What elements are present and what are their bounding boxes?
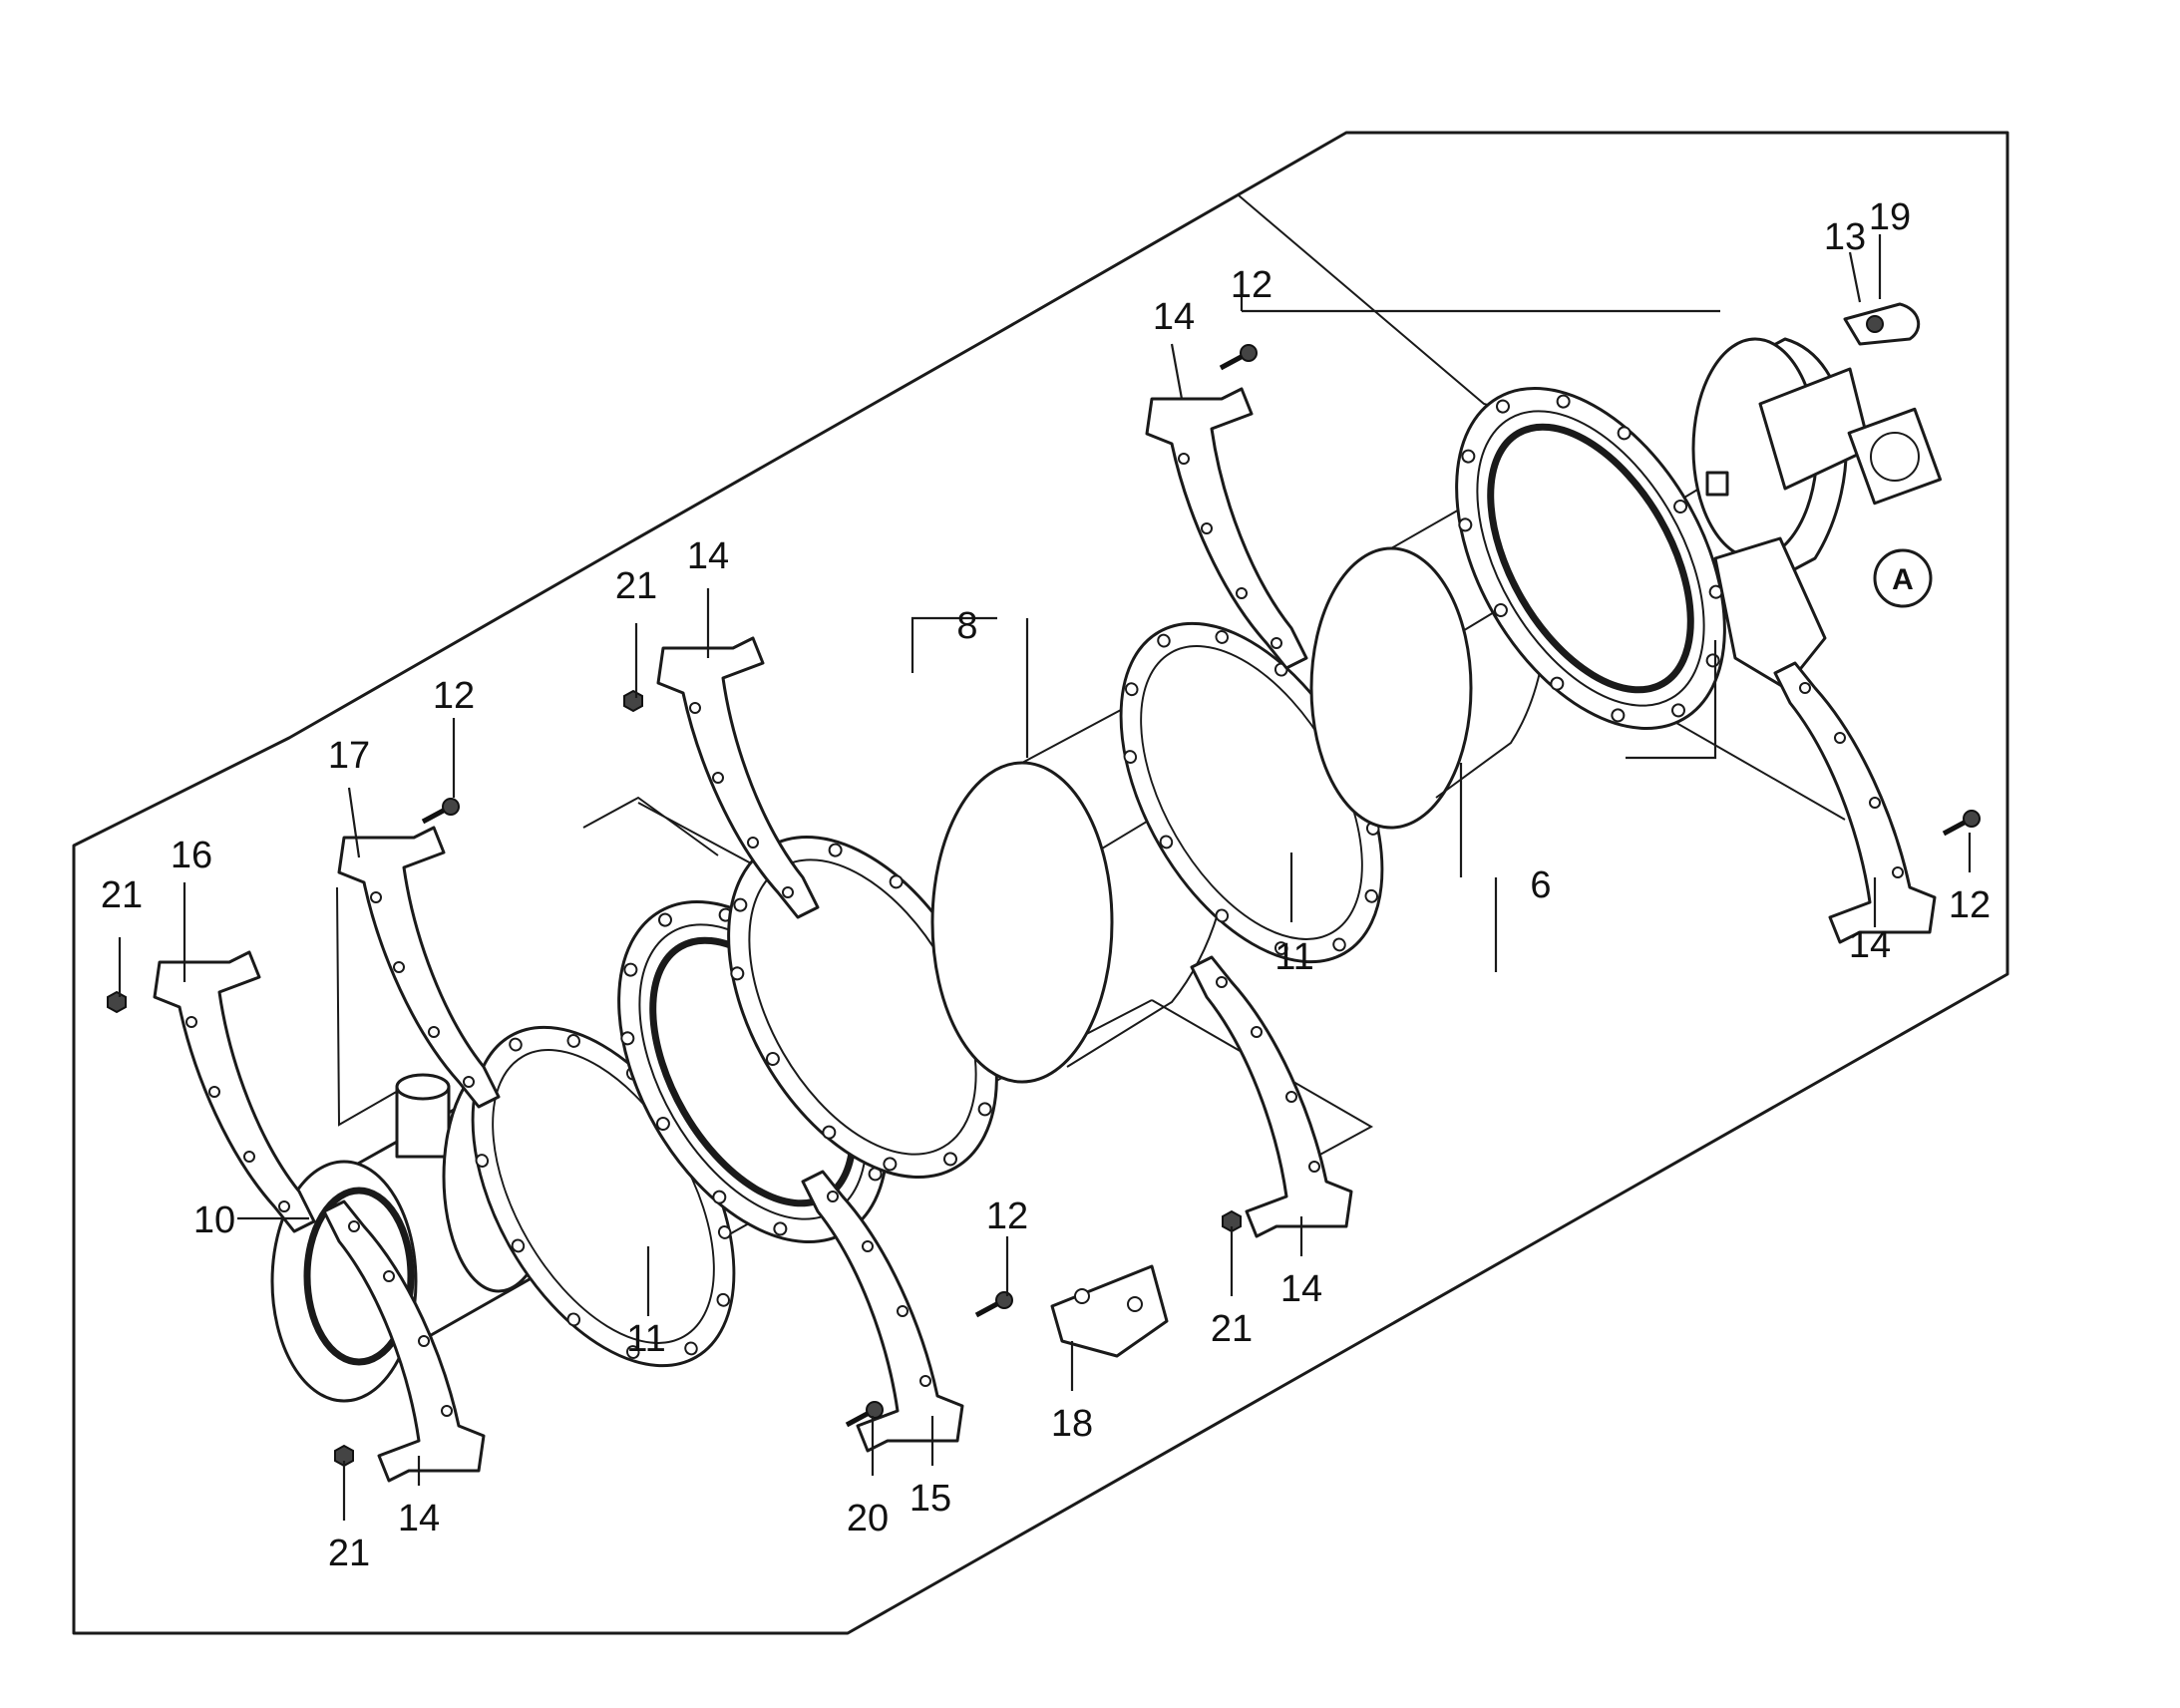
- svg-text:A: A: [1892, 563, 1914, 596]
- callout-6: 6: [1530, 864, 1551, 906]
- callout-18: 18: [1051, 1403, 1093, 1445]
- callout-10: 10: [193, 1199, 235, 1241]
- clamp-band-14-bottom-right: [1190, 955, 1353, 1238]
- outlet-housing: [1691, 337, 1943, 690]
- callout-11-right: 11: [1274, 936, 1313, 978]
- callout-11-left: 11: [626, 1318, 665, 1360]
- nut-21-top: [623, 690, 643, 712]
- clamp-band-16: [153, 950, 316, 1233]
- callout-12-top: 12: [1231, 264, 1272, 306]
- assembly-frame: [72, 131, 2009, 1635]
- bolt-12-right: [1944, 811, 1980, 834]
- callout-21-left: 21: [101, 874, 143, 916]
- view-marker-a: A: [1873, 548, 1933, 608]
- bolt-12-top: [1221, 345, 1257, 368]
- clamp-band-14-top-left: [656, 636, 820, 919]
- callout-21-bottom-right: 21: [1211, 1308, 1253, 1350]
- callout-14-right: 14: [1849, 924, 1891, 966]
- callout-17: 17: [328, 735, 370, 777]
- leader-lines: [118, 234, 1972, 1521]
- mounting-bracket: [1050, 1264, 1169, 1358]
- callout-12-left: 12: [433, 675, 475, 717]
- callout-20: 20: [847, 1498, 889, 1539]
- callout-13: 13: [1824, 216, 1866, 258]
- callout-8: 8: [956, 605, 977, 647]
- bolt-12-left: [423, 799, 459, 822]
- callout-19: 19: [1869, 196, 1911, 238]
- callout-15: 15: [909, 1478, 951, 1520]
- callout-12-right: 12: [1949, 884, 1991, 926]
- callout-21-bottom-left: 21: [328, 1533, 370, 1574]
- small-bracket: [1843, 302, 1921, 346]
- callout-16: 16: [171, 835, 212, 876]
- callout-14-top-right: 14: [1153, 296, 1195, 338]
- nut-21-left: [107, 991, 127, 1013]
- flange-right: [1399, 340, 1782, 777]
- callout-14-top-left: 14: [687, 535, 729, 577]
- clamp-band-14-right: [1773, 661, 1937, 944]
- callout-14-bottom-left: 14: [398, 1498, 440, 1539]
- callout-14-bottom-right: 14: [1280, 1268, 1322, 1310]
- callout-21-top: 21: [615, 565, 657, 607]
- callout-12-bottom: 12: [986, 1196, 1028, 1237]
- clamp-band-17: [337, 826, 501, 1109]
